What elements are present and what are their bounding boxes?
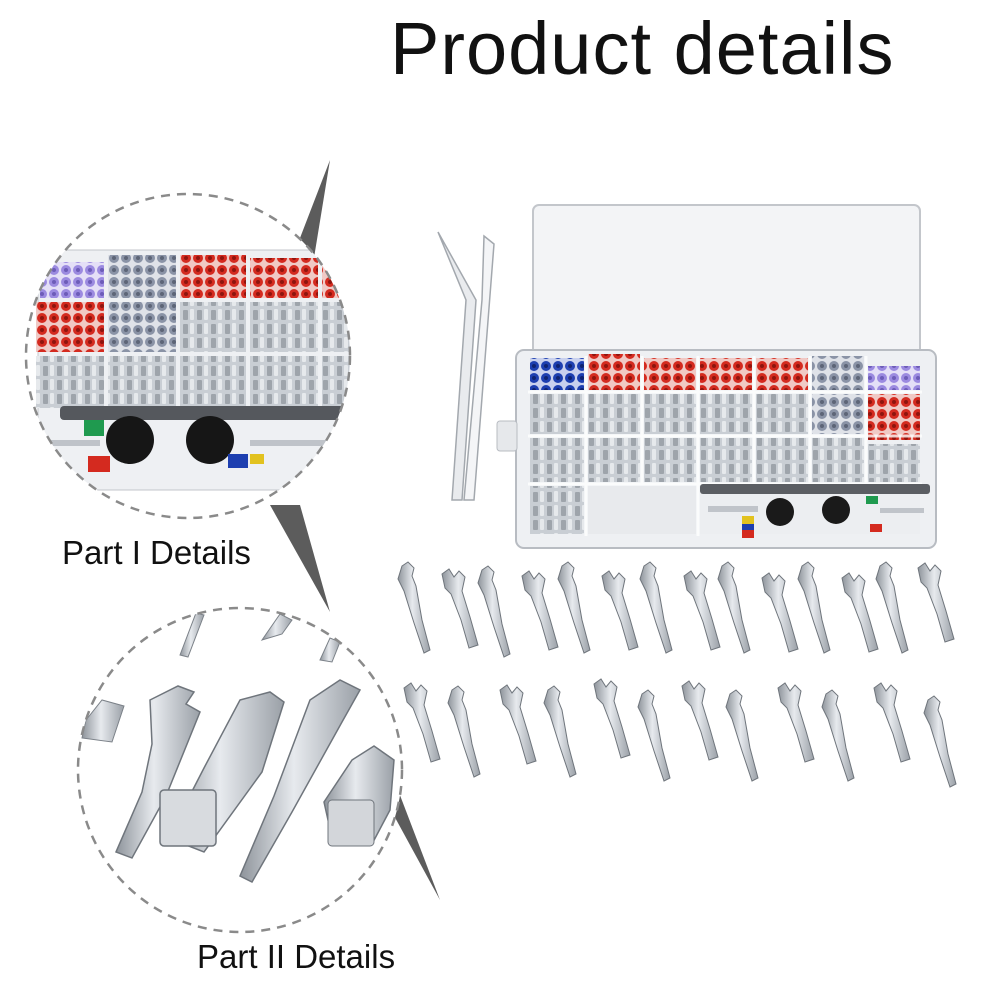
terminal-pin-icon xyxy=(821,689,855,782)
terminal-pin-icon xyxy=(777,682,815,763)
terminal-pin-icon xyxy=(593,678,631,759)
terminal-pin-icon xyxy=(873,682,911,763)
part-two-label: Part II Details xyxy=(197,938,396,975)
pointer-wedge xyxy=(392,790,440,900)
terminal-pin-icon xyxy=(441,568,479,649)
terminal-pin-icon xyxy=(841,572,879,653)
terminal-pin-icon xyxy=(447,685,481,778)
terminal-pin-icon xyxy=(681,680,719,761)
terminal-pin-icon xyxy=(725,689,759,782)
terminal-pin-icon xyxy=(875,561,909,654)
terminal-pin-icon xyxy=(403,682,441,763)
tweezers-icon xyxy=(437,231,495,501)
terminal-pin-icon xyxy=(499,684,537,765)
terminal-pin-icon xyxy=(639,561,673,654)
terminal-pin-icon xyxy=(797,561,831,654)
magnifier-circle-icon xyxy=(24,192,352,520)
page-title: Product details xyxy=(390,7,895,90)
terminal-pin-icon xyxy=(601,570,639,651)
terminal-pin-icon xyxy=(761,572,799,653)
part-one-label: Part I Details xyxy=(62,534,251,571)
terminal-pin-icon xyxy=(683,570,721,651)
terminal-pin-icon xyxy=(637,689,671,782)
terminal-pin-icon xyxy=(543,685,577,778)
magnifier-circle-icon xyxy=(76,606,404,934)
terminal-pin-icon xyxy=(477,565,511,658)
terminal-pin-icon xyxy=(397,561,431,654)
terminal-pin-icon xyxy=(923,695,957,788)
storage-box-icon xyxy=(496,204,937,549)
terminal-pin-icon xyxy=(557,561,591,654)
pointer-wedge xyxy=(270,505,330,612)
terminal-pin-icon xyxy=(917,562,955,643)
terminal-pin-icon xyxy=(717,561,751,654)
pointer-wedge xyxy=(300,160,330,270)
terminal-pin-row xyxy=(403,678,957,788)
terminal-pin-icon xyxy=(521,570,559,651)
terminal-pin-row xyxy=(397,561,955,658)
